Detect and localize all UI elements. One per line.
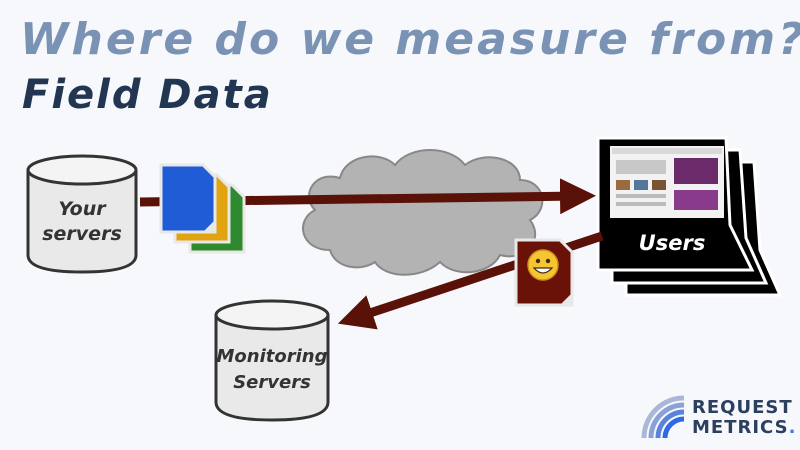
logo-line-2: METRICS. bbox=[692, 418, 796, 438]
users-label: Users bbox=[639, 231, 706, 255]
internet-cloud bbox=[302, 149, 544, 276]
your-servers-label-2: servers bbox=[42, 223, 122, 245]
request-metrics-logo-text: REQUEST METRICS. bbox=[692, 398, 796, 438]
smiley-icon bbox=[527, 249, 559, 281]
monitoring-servers-label-1: Monitoring bbox=[217, 346, 328, 367]
users-devices: Users bbox=[596, 136, 783, 297]
beacon-report-file bbox=[514, 238, 574, 307]
title: Where do we measure from? bbox=[20, 14, 800, 65]
logo-line-1: REQUEST bbox=[692, 397, 793, 418]
request-metrics-logo-icon bbox=[640, 395, 686, 441]
your-servers-label-1: Your bbox=[58, 198, 107, 220]
logo-line-2-text: METRICS bbox=[692, 417, 789, 438]
subtitle: Field Data bbox=[22, 72, 273, 118]
monitoring-servers-label-2: Servers bbox=[233, 372, 311, 393]
resource-files-stack bbox=[159, 163, 246, 254]
logo-dot: . bbox=[788, 417, 797, 438]
monitoring-servers-cylinder: Monitoring Servers bbox=[214, 299, 330, 422]
your-servers-cylinder: Your servers bbox=[26, 154, 138, 274]
